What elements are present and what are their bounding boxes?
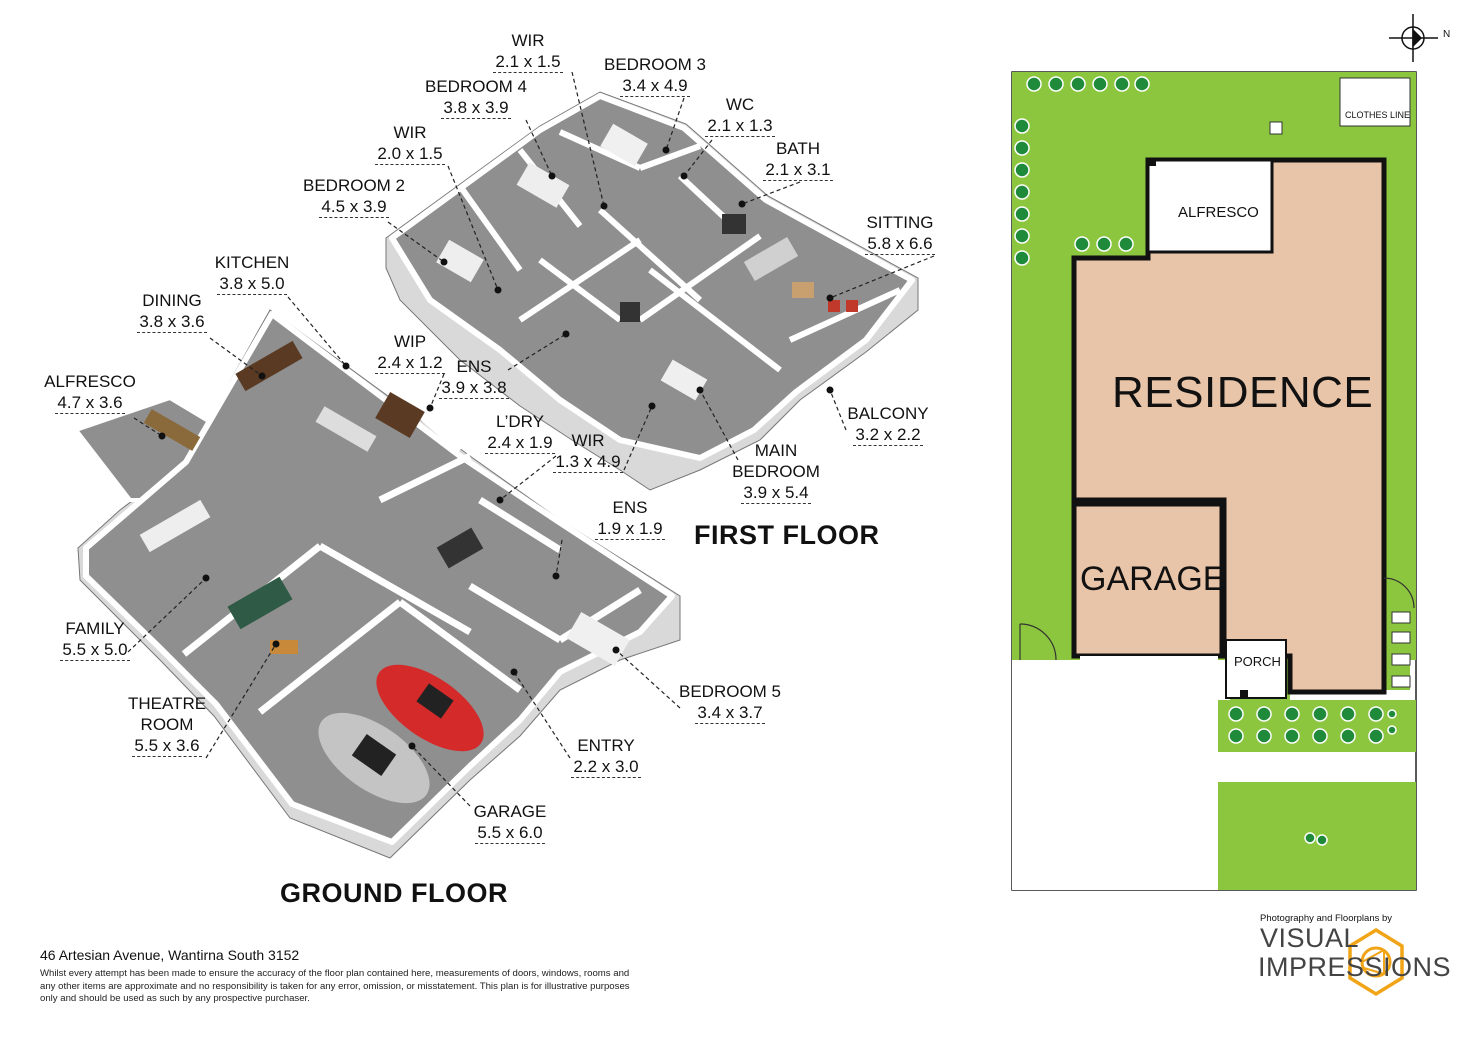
brand-logo-line-2: IMPRESSIONS: [1258, 952, 1452, 982]
label-leader-lines: [127, 71, 935, 807]
site-plan: [1011, 14, 1438, 891]
brand-logo-line-1: VISUAL: [1260, 923, 1360, 953]
site-garage-label: GARAGE: [1080, 560, 1226, 598]
site-clothes-line-label: CLOTHES LINE: [1345, 110, 1411, 120]
site-porch-label: PORCH: [1234, 654, 1281, 669]
aperture-icon: [1348, 927, 1404, 997]
compass-icon: [1389, 14, 1438, 62]
site-alfresco-label: ALFRESCO: [1178, 204, 1259, 221]
shrub-icons: [1014, 76, 1397, 846]
ground-floor-title: GROUND FLOOR: [280, 878, 508, 908]
disclaimer-text: Whilst every attempt has been made to en…: [40, 968, 630, 1005]
site-residence-label: RESIDENCE: [1112, 368, 1374, 417]
property-address: 46 Artesian Avenue, Wantirna South 3152: [40, 947, 300, 963]
first-floor-plan: [385, 91, 919, 491]
room-marker-dots: [158, 146, 834, 750]
compass-north-label: N: [1443, 29, 1451, 40]
branding-credit: Photography and Floorplans by: [1260, 913, 1393, 924]
first-floor-title: FIRST FLOOR: [694, 520, 880, 550]
